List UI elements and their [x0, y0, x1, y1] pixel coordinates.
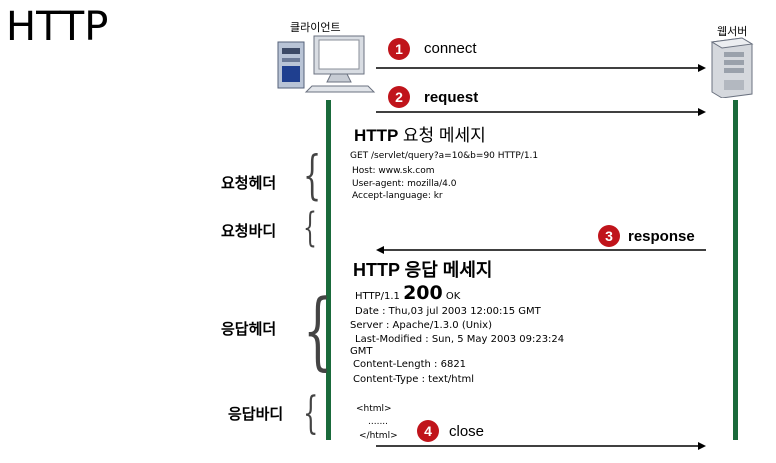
page-title: HTTP	[6, 4, 108, 50]
server-lifeline	[733, 100, 738, 440]
response-header-server: Server : Apache/1.3.0 (Unix)	[350, 320, 492, 331]
request-header-section-label: 요청헤더	[221, 172, 276, 193]
response-status-line: HTTP/1.1 200 OK	[355, 282, 460, 304]
request-header-brace: {	[303, 150, 321, 202]
step-2-badge: 2	[388, 86, 410, 108]
response-message-title: HTTP 응답 메세지	[353, 256, 492, 282]
step-4-label: close	[449, 423, 484, 440]
response-header-content-type: Content-Type : text/html	[353, 374, 474, 385]
client-computer-icon	[276, 32, 376, 94]
step-3-label: response	[628, 228, 695, 245]
connect-arrow	[376, 62, 708, 74]
request-header-accept-language: Accept-language: kr	[352, 191, 443, 201]
request-message-title: HTTP 요청 메세지	[354, 121, 486, 146]
step-2-label: request	[424, 89, 478, 106]
request-header-user-agent: User-agent: mozilla/4.0	[352, 179, 456, 189]
server-icon	[706, 36, 756, 98]
client-label: 클라이언트	[290, 19, 341, 35]
request-title-prefix: HTTP	[354, 126, 398, 145]
server-label: 웹서버	[717, 23, 747, 39]
response-header-last-modified: Last-Modified : Sun, 5 May 2003 09:23:24	[355, 334, 564, 345]
response-status-text: OK	[446, 291, 460, 302]
request-title-suffix: 요청 메세지	[403, 126, 486, 145]
response-header-section-label: 응답헤더	[221, 318, 276, 339]
response-arrow	[374, 244, 708, 256]
response-header-last-modified-cont: GMT	[350, 346, 373, 357]
response-body-section-label: 응답바디	[228, 403, 283, 424]
client-lifeline	[326, 100, 331, 440]
response-status-version: HTTP/1.1	[355, 291, 400, 302]
step-4-badge: 4	[417, 420, 439, 442]
request-line: GET /servlet/query?a=10&b=90 HTTP/1.1	[350, 151, 538, 161]
request-header-host: Host: www.sk.com	[352, 166, 435, 176]
response-body-open-tag: <html>	[356, 404, 392, 414]
response-body-brace: {	[303, 392, 318, 436]
response-status-code: 200	[403, 282, 443, 304]
request-arrow	[376, 106, 708, 118]
response-header-content-length: Content-Length : 6821	[353, 359, 466, 370]
request-body-brace: {	[303, 208, 317, 248]
response-header-brace: {	[303, 288, 332, 372]
response-body-content: .......	[368, 417, 388, 427]
close-arrow	[376, 440, 708, 452]
request-body-section-label: 요청바디	[221, 220, 276, 241]
step-1-label: connect	[424, 40, 477, 57]
step-1-badge: 1	[388, 38, 410, 60]
response-header-date: Date : Thu,03 jul 2003 12:00:15 GMT	[355, 306, 541, 317]
